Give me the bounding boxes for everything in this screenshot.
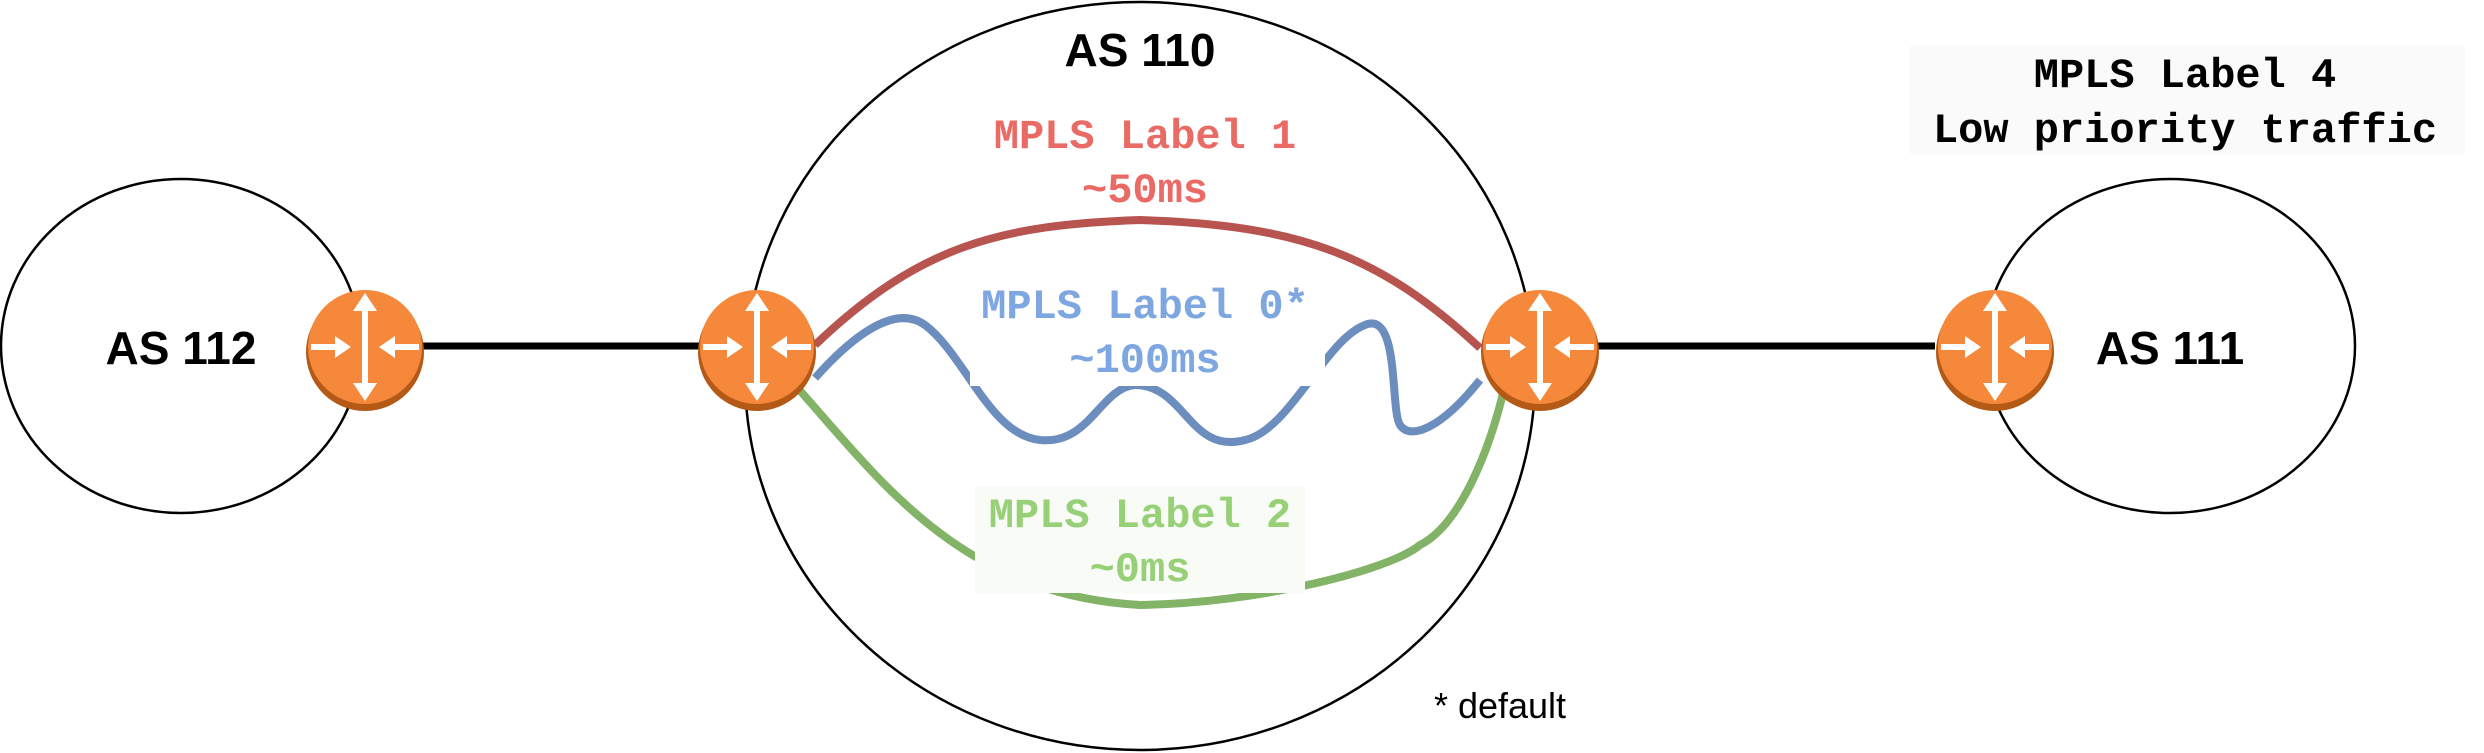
as-110-label: AS 110	[1065, 24, 1216, 76]
label-2-background	[975, 487, 1305, 593]
mpls-path-label-2	[792, 382, 1509, 610]
path-label-2-latency: ~0ms	[1090, 546, 1191, 594]
mpls-path-label-0	[812, 314, 1484, 446]
as-112-label: AS 112	[106, 322, 257, 374]
label-4-description: Low priority traffic	[1933, 107, 2437, 155]
path-label-0-latency: ~100ms	[1069, 337, 1220, 385]
as-111-label: AS 111	[2096, 322, 2244, 374]
router-as112-edge	[306, 290, 424, 411]
router-as110-egress	[1481, 290, 1599, 411]
label-1-background	[985, 107, 1305, 213]
router-as110-ingress	[698, 290, 816, 411]
path-label-2-title: MPLS Label 2	[989, 492, 1291, 540]
label-0-background	[970, 278, 1325, 386]
path-label-1-title: MPLS Label 1	[994, 113, 1296, 161]
label-4-title: MPLS Label 4	[2034, 52, 2336, 100]
mpls-path-label-1	[812, 215, 1483, 351]
default-footnote: * default	[1434, 685, 1566, 726]
label-4-background	[1910, 46, 2465, 154]
path-label-0-title: MPLS Label 0*	[981, 283, 1309, 331]
path-label-1-latency: ~50ms	[1082, 167, 1208, 215]
router-as111-edge	[1936, 290, 2054, 411]
